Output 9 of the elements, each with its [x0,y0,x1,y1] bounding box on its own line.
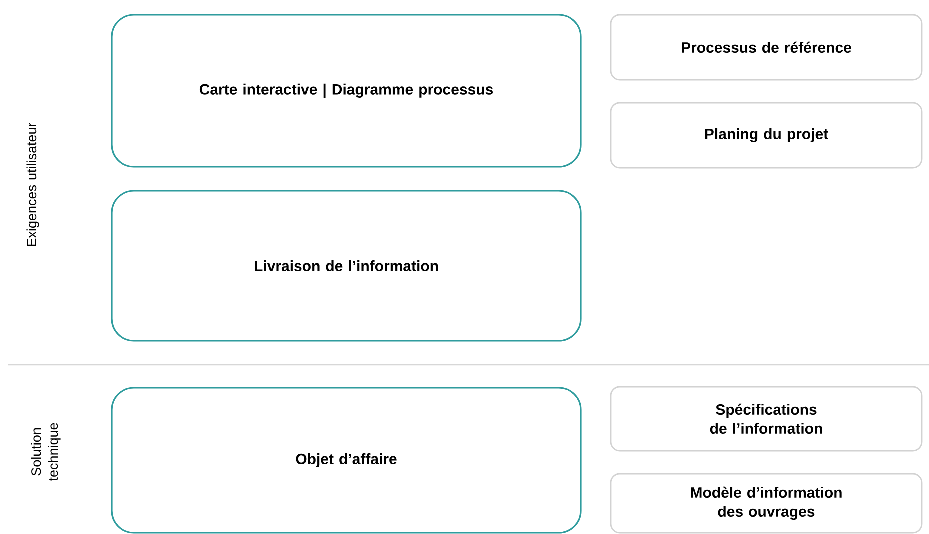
process-box: Objet d’affaire [111,387,582,534]
info-box: Spécifications de l’information [610,386,923,452]
process-box: Carte interactive | Diagramme processus [111,14,582,168]
process-box: Livraison de l’information [111,190,582,342]
section-label: Solution technique [31,423,61,482]
section-label: Exigences utilisateur [26,122,40,246]
info-box: Modèle d’information des ouvrages [610,473,923,534]
info-box: Processus de référence [610,14,923,81]
info-box: Planing du projet [610,102,923,169]
